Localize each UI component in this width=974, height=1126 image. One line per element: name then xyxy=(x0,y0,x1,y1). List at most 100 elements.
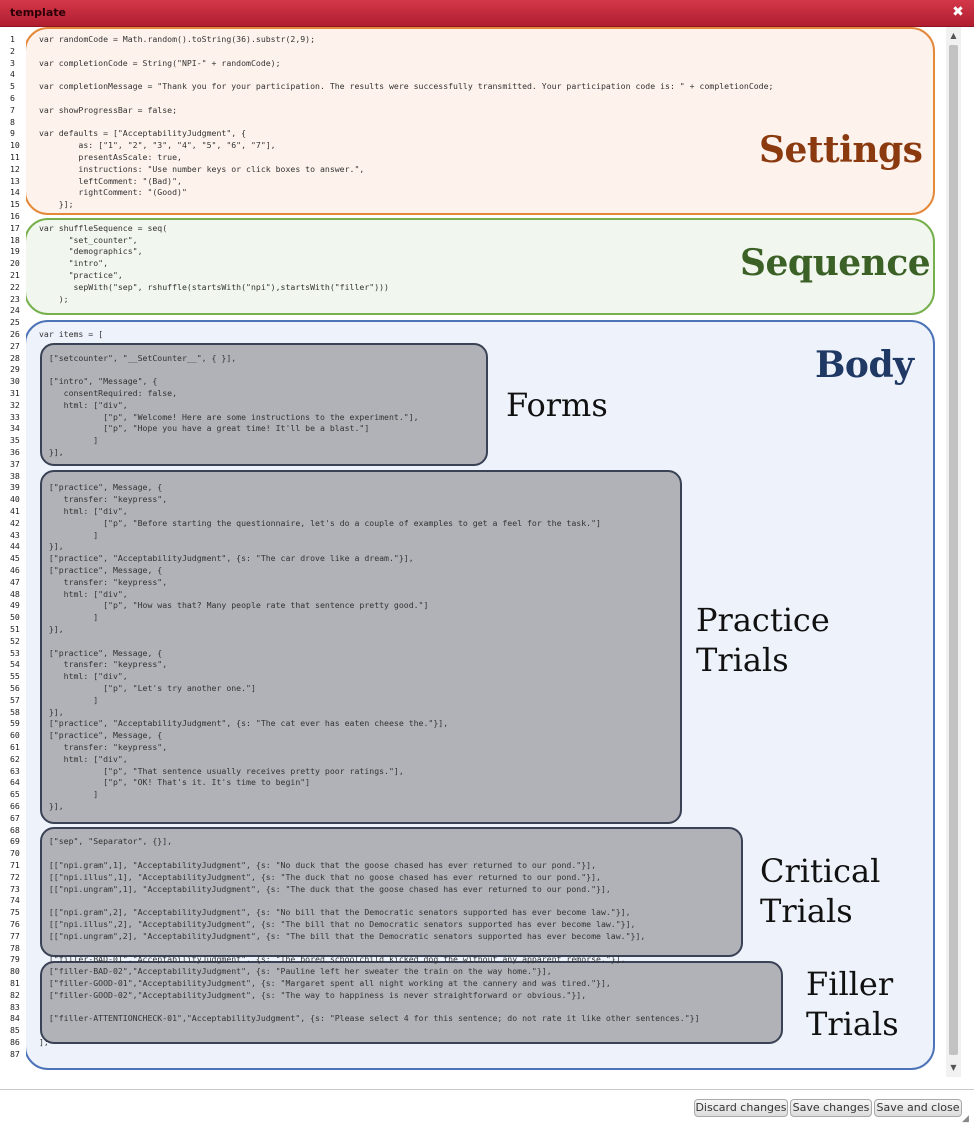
code-line[interactable]: html: ["div", xyxy=(39,399,128,410)
practice-trials-block xyxy=(40,470,682,824)
code-line[interactable]: ["setcounter", "__SetCounter__", { }], xyxy=(39,352,237,363)
code-line[interactable]: ["practice", Message, { xyxy=(39,647,163,658)
code-line[interactable]: ] xyxy=(39,435,99,446)
code-line[interactable]: ["p", "OK! That's it. It's time to begin… xyxy=(39,777,311,788)
line-number: 3 xyxy=(10,57,15,68)
code-line[interactable]: ] xyxy=(39,612,99,623)
line-number: 54 xyxy=(10,659,20,670)
line-number: 62 xyxy=(10,753,20,764)
code-line[interactable]: ]; xyxy=(39,1037,49,1047)
code-line[interactable]: ["p", "Let's try another one."] xyxy=(39,683,256,693)
code-line[interactable]: [["npi.gram",2], "AcceptabilityJudgment"… xyxy=(39,907,631,918)
close-icon[interactable]: ✖ xyxy=(952,4,964,20)
line-number: 16 xyxy=(10,211,20,221)
code-line[interactable]: ["intro", "Message", { xyxy=(39,376,158,387)
code-line[interactable]: [["npi.illus",2], "AcceptabilityJudgment… xyxy=(39,919,636,929)
scroll-down-icon[interactable]: ▼ xyxy=(950,1063,957,1072)
line-number: 84 xyxy=(10,1013,20,1024)
code-line[interactable]: [["npi.ungram",1], "AcceptabilityJudgmen… xyxy=(39,883,611,894)
vertical-scrollbar[interactable]: ▲ ▼ xyxy=(946,27,961,1077)
line-number: 45 xyxy=(10,553,20,564)
code-line[interactable]: ["filler-GOOD-02","AcceptabilityJudgment… xyxy=(39,989,587,1000)
code-line[interactable]: ["practice", "AcceptabilityJudgment", {s… xyxy=(39,718,449,729)
code-line[interactable]: ["sep", "Separator", {}], xyxy=(39,836,173,847)
code-line[interactable]: leftComment: "(Bad)", xyxy=(39,175,182,186)
code-line[interactable]: ] xyxy=(39,529,99,540)
code-line[interactable]: }], xyxy=(39,541,64,552)
code-line[interactable]: var shuffleSequence = seq( xyxy=(39,222,168,233)
line-number: 37 xyxy=(10,458,20,469)
code-line[interactable]: ["p", "How was that? Many people rate th… xyxy=(39,600,429,611)
discard-changes-button[interactable]: Discard changes xyxy=(694,1099,788,1117)
line-number: 77 xyxy=(10,930,20,941)
code-line[interactable]: as: ["1", "2", "3", "4", "5", "6", "7"], xyxy=(39,140,276,151)
code-line[interactable]: html: ["div", xyxy=(39,671,128,682)
save-and-close-button[interactable]: Save and close xyxy=(874,1099,962,1117)
code-line[interactable]: ["filler-ATTENTIONCHECK-01","Acceptabili… xyxy=(39,1013,700,1024)
code-line[interactable]: }], xyxy=(39,801,64,811)
code-line[interactable]: html: ["div", xyxy=(39,506,128,516)
code-line[interactable]: ["filler-GOOD-01","AcceptabilityJudgment… xyxy=(39,978,611,988)
code-line[interactable]: "intro", xyxy=(39,258,109,269)
save-changes-button[interactable]: Save changes xyxy=(790,1099,872,1117)
code-line[interactable]: "set_counter", xyxy=(39,234,138,245)
code-line[interactable]: ["practice", Message, { xyxy=(39,565,163,575)
code-line[interactable]: var items = [ xyxy=(39,329,104,339)
code-line[interactable]: ["filler-BAD-02","AcceptabilityJudgment"… xyxy=(39,966,552,977)
code-line[interactable]: rightComment: "(Good)" xyxy=(39,187,187,198)
code-line[interactable]: transfer: "keypress", xyxy=(39,576,168,587)
line-number: 85 xyxy=(10,1025,20,1036)
code-line[interactable]: html: ["div", xyxy=(39,588,128,599)
code-line[interactable]: ["p", "Hope you have a great time! It'll… xyxy=(39,423,370,434)
code-line[interactable]: ["practice", Message, { xyxy=(39,482,163,493)
line-number: 12 xyxy=(10,163,20,174)
line-number: 73 xyxy=(10,883,20,894)
code-line[interactable]: var completionCode = String("NPI-" + ran… xyxy=(39,57,281,68)
forms-annotation: Forms xyxy=(506,386,608,424)
code-line[interactable]: transfer: "keypress", xyxy=(39,494,168,505)
resize-grip-icon[interactable]: ◢ xyxy=(962,1114,969,1124)
line-number: 49 xyxy=(10,600,20,611)
code-line[interactable]: presentAsScale: true, xyxy=(39,152,182,162)
line-number: 59 xyxy=(10,718,20,729)
code-line[interactable]: [["npi.ungram",2], "AcceptabilityJudgmen… xyxy=(39,930,646,941)
sequence-region xyxy=(24,218,935,315)
code-line[interactable]: }]; xyxy=(39,199,74,210)
code-line[interactable]: var showProgressBar = false; xyxy=(39,104,178,115)
code-line[interactable]: ["filler-BAD-01","AcceptabilityJudgment"… xyxy=(39,954,626,965)
line-number: 33 xyxy=(10,411,20,422)
code-line[interactable]: instructions: "Use number keys or click … xyxy=(39,163,365,174)
code-line[interactable]: ); xyxy=(39,293,69,304)
line-number: 21 xyxy=(10,270,20,280)
code-line[interactable]: ["p", "Welcome! Here are some instructio… xyxy=(39,411,419,422)
code-line[interactable]: sepWith("sep", rshuffle(startsWith("npi"… xyxy=(39,281,389,292)
code-line[interactable]: consentRequired: false, xyxy=(39,388,178,398)
scroll-up-icon[interactable]: ▲ xyxy=(950,31,957,40)
code-line[interactable]: [["npi.gram",1], "AcceptabilityJudgment"… xyxy=(39,860,597,870)
code-line[interactable]: }], xyxy=(39,447,64,457)
line-number: 35 xyxy=(10,435,20,446)
code-line[interactable]: var defaults = ["AcceptabilityJudgment",… xyxy=(39,128,247,139)
code-line[interactable]: ] xyxy=(39,789,99,800)
code-line[interactable]: ] xyxy=(39,694,99,705)
line-number: 2 xyxy=(10,45,15,56)
code-line[interactable]: "practice", xyxy=(39,270,123,280)
code-line[interactable]: }], xyxy=(39,706,64,717)
code-line[interactable]: ["practice", Message, { xyxy=(39,730,163,741)
line-number: 81 xyxy=(10,978,20,988)
line-number: 64 xyxy=(10,777,20,788)
code-line[interactable]: var randomCode = Math.random().toString(… xyxy=(39,34,316,44)
code-line[interactable]: ["practice", "AcceptabilityJudgment", {s… xyxy=(39,553,414,564)
code-line[interactable]: var completionMessage = "Thank you for y… xyxy=(39,81,774,92)
scrollbar-thumb[interactable] xyxy=(949,45,958,1055)
code-line[interactable]: transfer: "keypress", xyxy=(39,659,168,670)
code-line[interactable]: }], xyxy=(39,624,64,634)
code-line[interactable]: ["p", "That sentence usually receives pr… xyxy=(39,765,404,776)
code-line[interactable]: ["p", "Before starting the questionnaire… xyxy=(39,517,601,528)
code-line[interactable]: "demographics", xyxy=(39,246,143,257)
code-line[interactable]: transfer: "keypress", xyxy=(39,742,168,752)
code-line[interactable]: [["npi.illus",1], "AcceptabilityJudgment… xyxy=(39,871,601,882)
code-line[interactable]: html: ["div", xyxy=(39,753,128,764)
